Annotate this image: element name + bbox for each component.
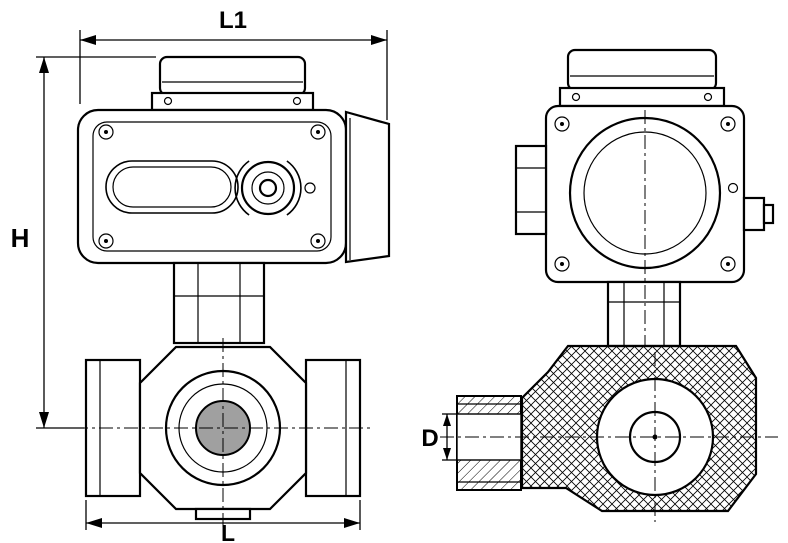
dimension-label-l: L: [221, 520, 235, 543]
threaded-port-side: [456, 395, 522, 491]
actuator-top-cap-front: [150, 55, 315, 112]
actuator-screws-front: [98, 124, 326, 249]
arrowhead-l1-right: [371, 35, 387, 45]
arrowhead-l1-left: [80, 35, 96, 45]
dimension-label-l1: L1: [219, 7, 247, 34]
valve-body-front: [74, 338, 372, 530]
position-indicator-dial: [234, 160, 316, 216]
arrowhead-l-right: [344, 518, 360, 528]
dimension-d: D: [421, 413, 457, 461]
arrowhead-h-top: [39, 57, 49, 73]
side-view: D: [421, 48, 778, 522]
dimension-l1: L1: [79, 7, 388, 120]
arrowhead-h-bottom: [39, 412, 49, 428]
arrowhead-l-left: [86, 518, 102, 528]
actuator-screws-side: [554, 116, 736, 272]
cable-gland: [727, 182, 775, 232]
dimension-l: L: [85, 500, 361, 543]
actuator-top-cap-side: [558, 48, 726, 108]
mounting-bracket-front: [172, 261, 266, 345]
mounting-bracket-side: [606, 280, 682, 348]
dimension-label-d: D: [421, 425, 438, 452]
dimension-h: H: [11, 56, 156, 429]
valve-body-side: [440, 110, 778, 522]
actuator-left-tab: [514, 144, 548, 236]
actuator-body-front: [76, 108, 391, 265]
actuator-side-block-front: [344, 110, 391, 264]
manual-override-slot: [105, 160, 239, 214]
front-view: L1 H L: [11, 7, 391, 543]
arrowhead-d-top: [443, 414, 451, 426]
dimension-label-h: H: [11, 223, 30, 253]
arrowhead-d-bottom: [443, 448, 451, 460]
